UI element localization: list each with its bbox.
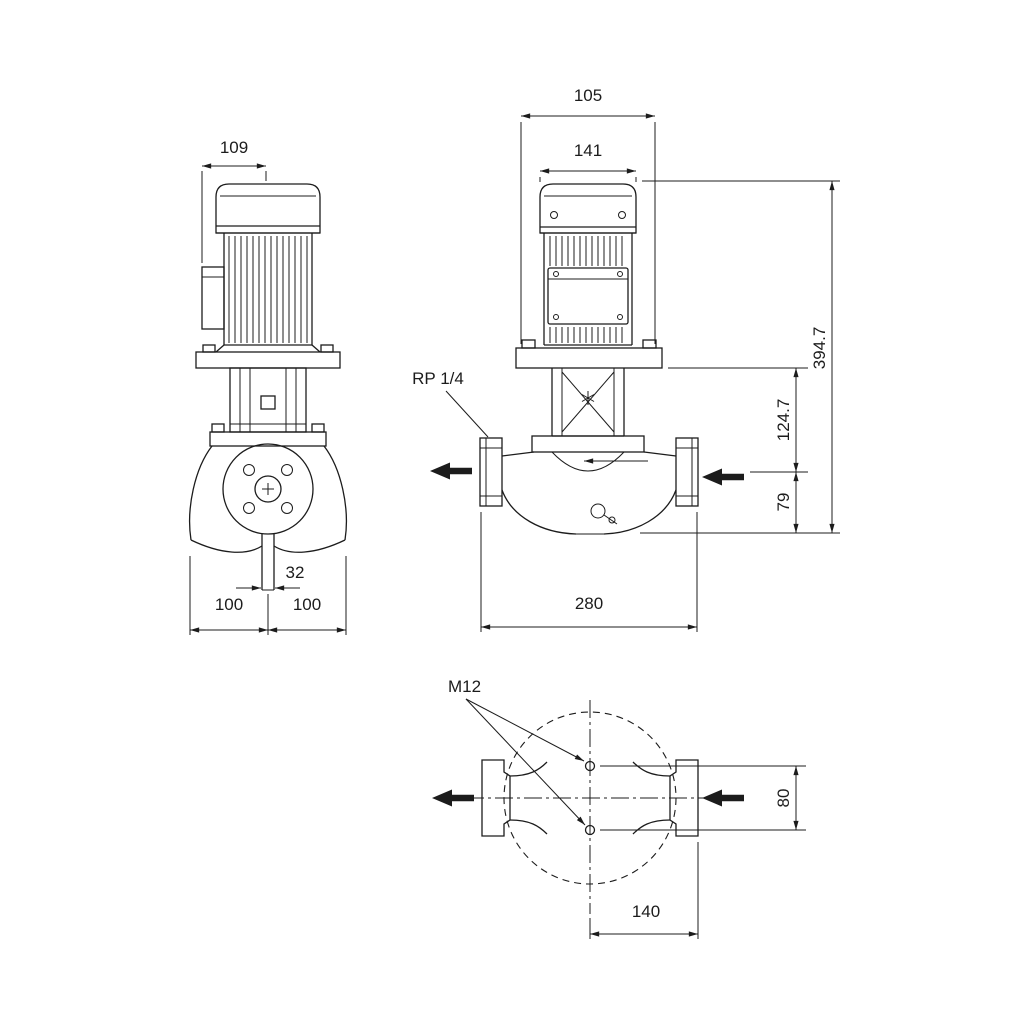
dimension-280: 280 [480,512,698,632]
m12-label: M12 [448,677,481,696]
dimension-100-100: 100 100 [189,556,347,635]
dim-141-label: 141 [574,141,602,160]
dimension-80: 80 [600,765,806,831]
flow-arrow-inlet [702,468,744,486]
dim-394-7-label: 394.7 [810,327,829,370]
discharge-flange [675,437,699,507]
drain-pipe [261,534,275,591]
dim-105-label: 105 [574,86,602,105]
dim-80-label: 80 [774,789,793,808]
leader-line [465,698,586,826]
box-screw [617,271,623,277]
suction-flange-plan [481,759,511,837]
flow-arrow-inlet [702,789,744,807]
box-screw [553,314,559,320]
plug-callout: RP 1/4 [412,369,489,438]
dimension-109: 109 [201,138,267,263]
pump-head-flange-side [209,423,327,447]
motor-base-plate-front [515,339,663,369]
side-view: 109 [188,138,348,635]
dim-140-label: 140 [632,902,660,921]
dimension-140: 140 [589,842,699,939]
dim-79-label: 79 [774,493,793,512]
terminal-box-side [201,266,225,330]
box-screw [617,314,623,320]
motor-fan-cover [539,183,637,234]
dim-100-right-label: 100 [293,595,321,614]
coupling-screw [260,395,276,410]
motor-fan-cover [215,183,321,234]
dim-109-label: 109 [220,138,248,157]
terminal-box-front [547,267,629,325]
front-view: 105 141 [412,86,840,632]
bolt-hole [243,464,255,476]
shaft-bore-circle [254,475,282,503]
bolt-hole-m12 [584,824,596,836]
dim-280-label: 280 [575,594,603,613]
plan-view: M12 80 140 [432,677,806,939]
suction-flange [479,437,503,507]
dimension-141: 141 [539,141,637,182]
pump-housing-flange [531,435,645,453]
cover-bolt [618,211,626,219]
motor-fins [543,233,633,346]
bolt-hole-m12 [584,760,596,772]
dim-32-label: 32 [286,563,305,582]
plug-label: RP 1/4 [412,369,464,388]
leader-line [465,698,585,762]
motor-front [539,183,637,346]
dimension-105: 105 [520,86,656,344]
motor-side [201,183,321,346]
pipe-plan [481,759,699,837]
dim-100-left-label: 100 [215,595,243,614]
flow-arrow-outlet [430,462,472,480]
volute-side [188,443,348,591]
marking-star [581,391,595,405]
m12-callout: M12 [448,677,586,826]
drain-plug [590,503,618,525]
flow-arrow-outlet [432,789,474,807]
cover-bolt [550,211,558,219]
volute-front [479,437,699,535]
height-dimensions: 124.7 79 394.7 [640,180,840,534]
leader-line [445,390,489,438]
box-screw [553,271,559,277]
bolt-hole [243,502,255,514]
dim-124-7-label: 124.7 [774,399,793,442]
flange-face-circle [222,443,314,535]
discharge-flange-plan [669,759,699,837]
bolt-hole [281,464,293,476]
motor-fins [223,233,313,346]
dimension-32: 32 [236,563,305,591]
bolt-hole [281,502,293,514]
